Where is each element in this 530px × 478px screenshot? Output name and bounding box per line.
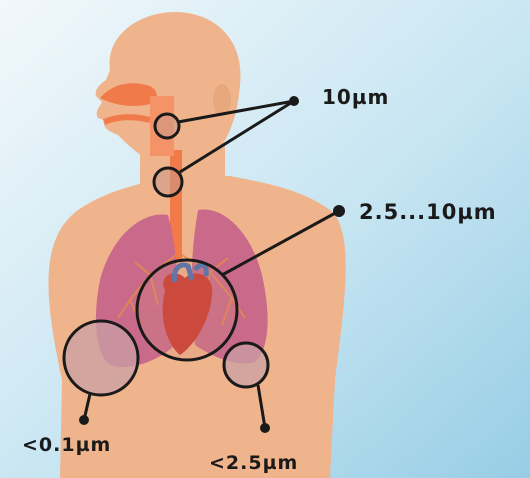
marker-nasal — [155, 114, 179, 138]
marker-blood — [224, 343, 268, 387]
dot-10um — [289, 96, 299, 106]
label-alveoli: <0.1µm — [22, 434, 111, 456]
label-bronchi: 2.5...10µm — [359, 200, 497, 224]
label-upper-airway: 10µm — [322, 85, 389, 109]
dot-0-1um — [79, 415, 89, 425]
marker-alveoli — [64, 321, 138, 395]
ear — [213, 84, 231, 116]
dot-2-5um — [260, 423, 270, 433]
label-blood: <2.5µm — [209, 452, 298, 474]
dot-2-5-10um — [333, 205, 345, 217]
marker-throat — [154, 168, 182, 196]
